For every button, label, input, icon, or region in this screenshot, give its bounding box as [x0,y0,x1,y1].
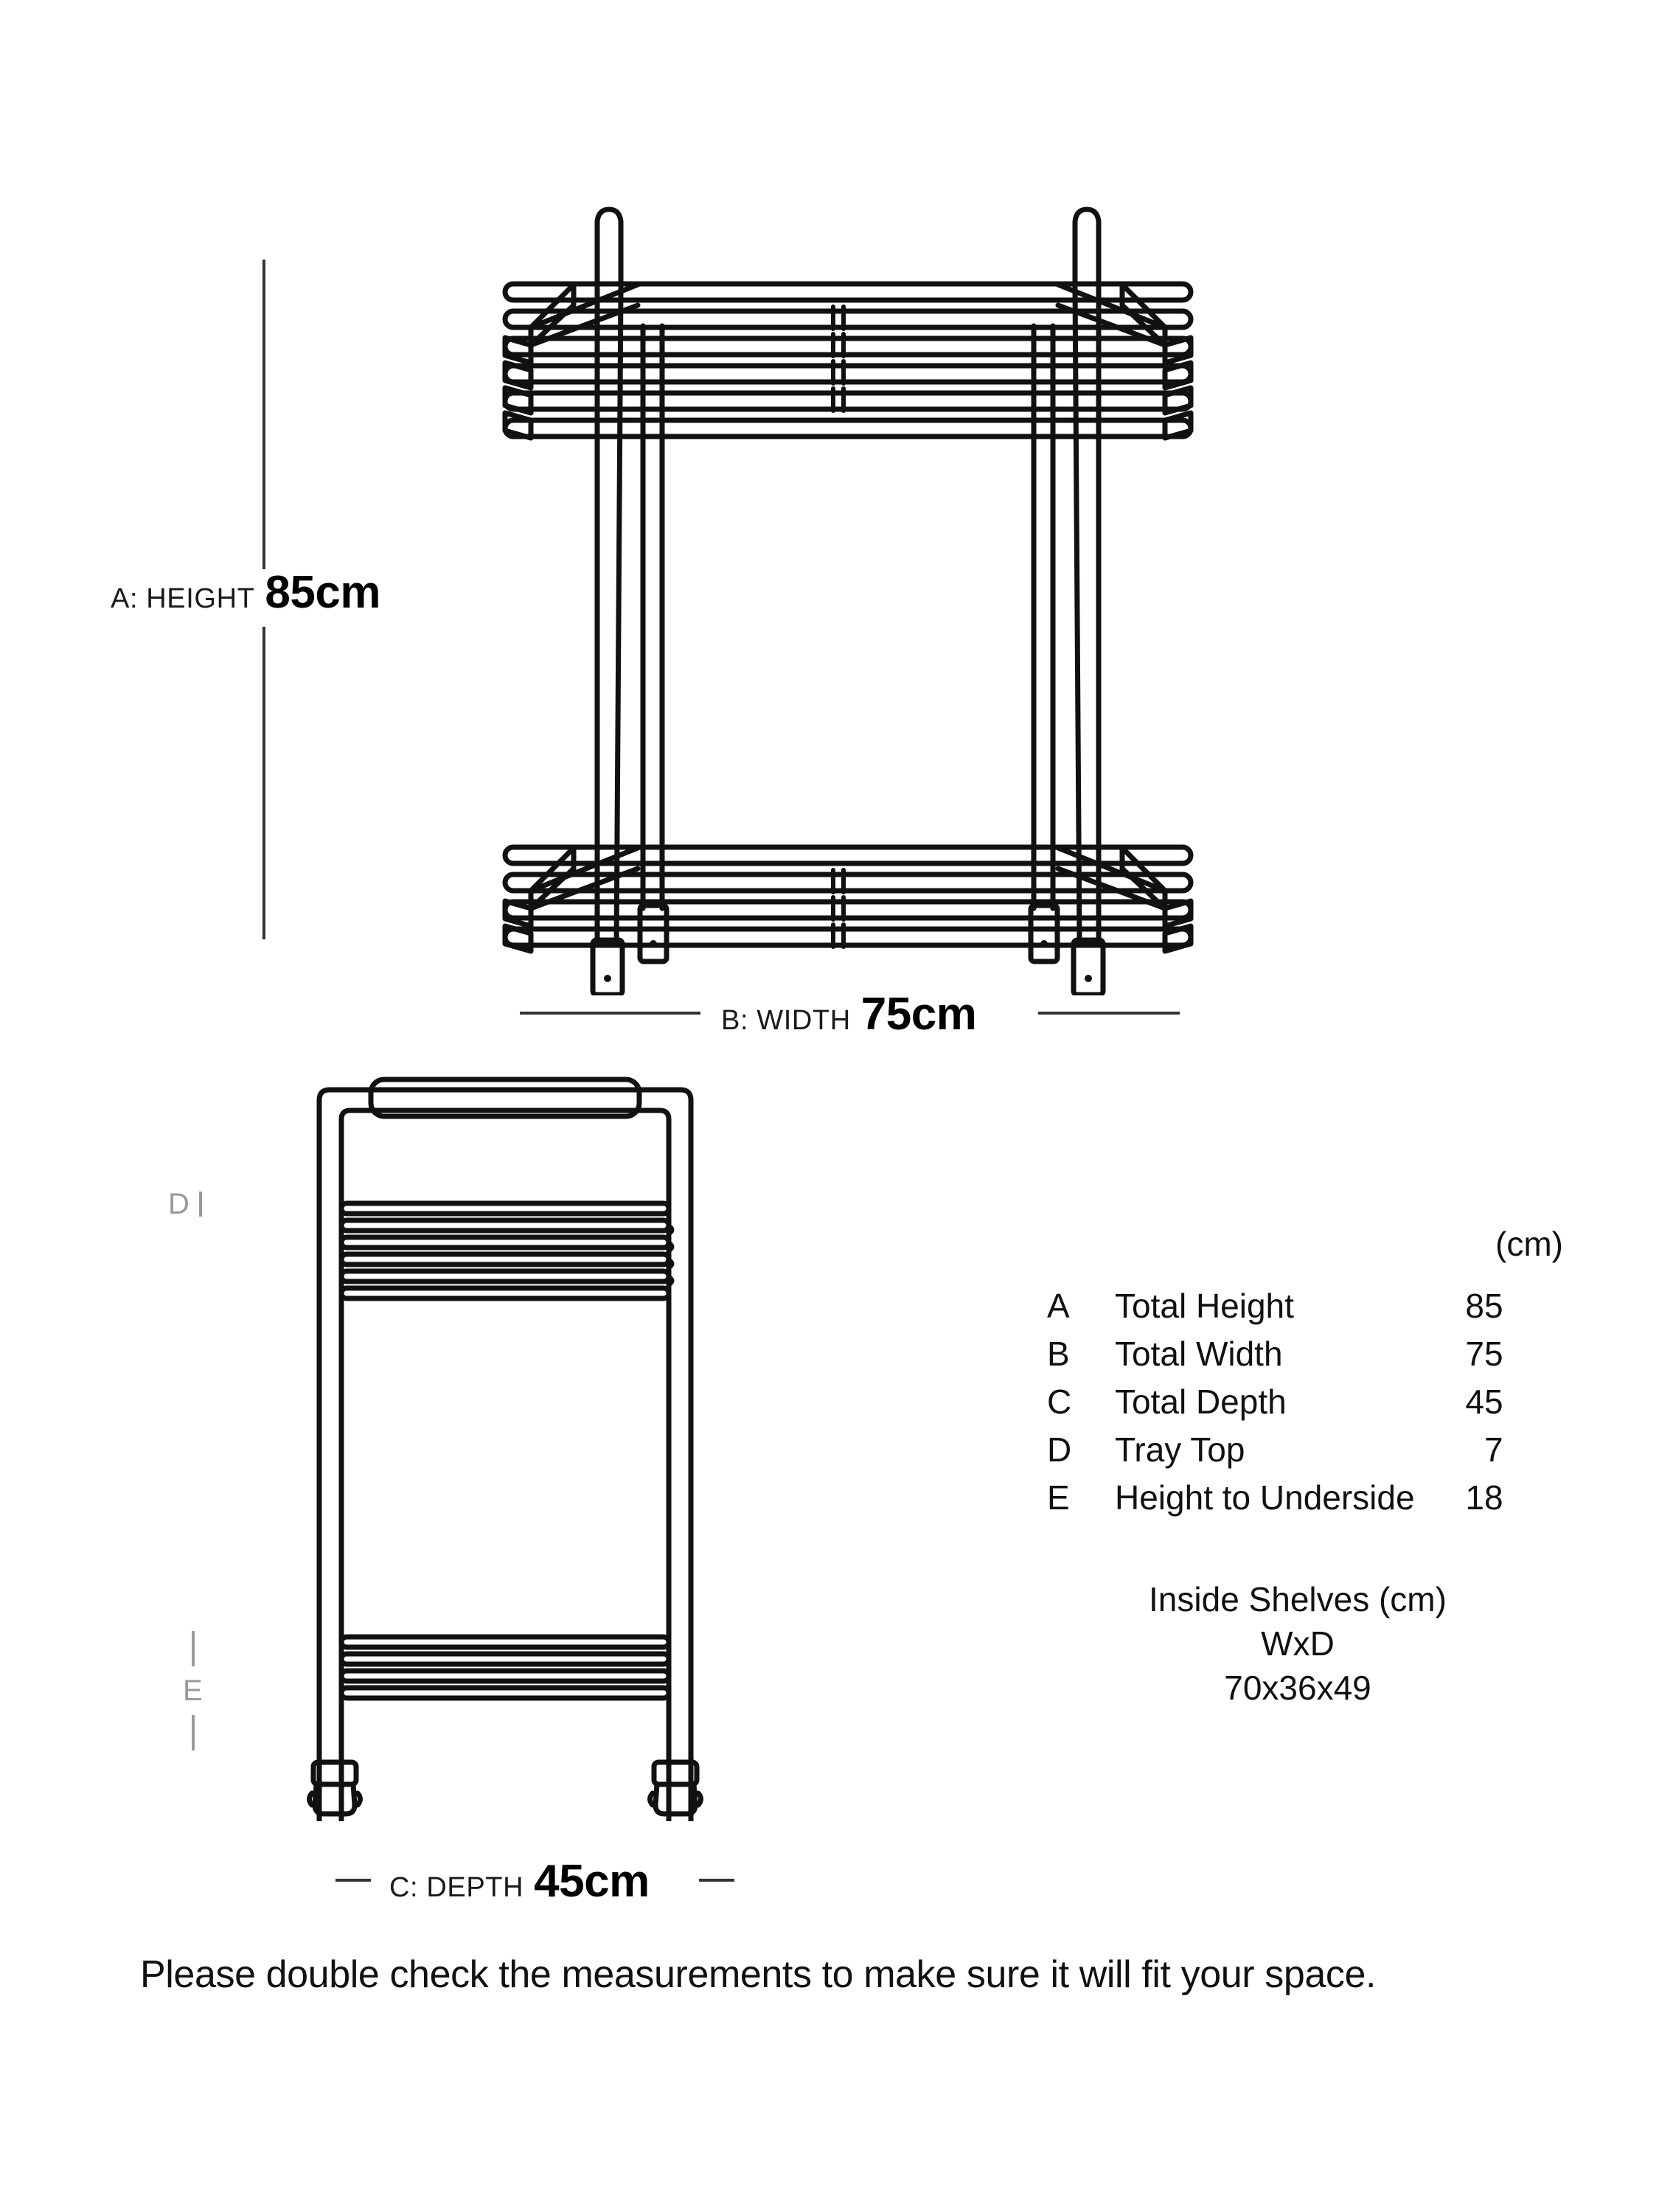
height-to-underside-tick-bottom [191,1715,195,1750]
spec-description: Total Width [1115,1334,1283,1373]
height-dimension-label: A: HEIGHT 85cm [111,566,380,619]
depth-dimension-label: C: DEPTH 45cm [389,1855,650,1907]
spec-key: B [1047,1334,1070,1373]
spec-key: E [1047,1478,1070,1517]
spec-value: 85 [1465,1287,1503,1325]
table-row: C Total Depth 45 [1047,1380,1503,1428]
spec-value: 18 [1465,1478,1503,1517]
height-to-underside-marker-letter: E [183,1674,204,1707]
spec-value: 75 [1465,1334,1503,1373]
height-dimension-line-lower [262,627,265,939]
height-dimension-value: 85cm [265,567,380,618]
height-to-underside-tick-top [191,1631,195,1666]
side-elevation-drawing [306,1069,704,1821]
spec-value: 7 [1484,1430,1503,1469]
width-dimension-line-right [1038,1012,1180,1015]
measurement-disclaimer: Please double check the measurements to … [140,1953,1377,1996]
width-dimension-caption: B: WIDTH [721,1005,851,1036]
spec-unit-header: (cm) [1495,1225,1563,1263]
inside-shelves-axes: WxD [1261,1624,1335,1663]
dimension-spec-table: (cm) A Total Height 85 B Total Width 75 … [1047,1224,1563,1523]
width-dimension-value: 75cm [860,989,977,1040]
width-dimension-line-left [520,1012,700,1015]
depth-dimension-line-left [335,1879,371,1882]
tray-top-marker: D [168,1189,202,1220]
spec-key: D [1047,1430,1072,1469]
depth-dimension-line-right [699,1879,734,1882]
table-row: B Total Width 75 [1047,1332,1503,1380]
depth-dimension-value: 45cm [534,1856,650,1907]
depth-dimension-caption: C: DEPTH [389,1872,524,1903]
tray-top-marker-tick [198,1192,202,1217]
spec-description: Total Depth [1115,1382,1287,1421]
height-dimension-caption: A: HEIGHT [111,583,255,614]
inside-shelves-title: Inside Shelves (cm) [1149,1580,1447,1618]
spec-description: Height to Underside [1115,1478,1415,1517]
inside-shelves-value: 70x36x49 [1224,1668,1371,1707]
spec-description: Tray Top [1115,1430,1245,1469]
height-to-underside-marker: E [183,1631,204,1750]
table-row: A Total Height 85 [1047,1284,1503,1332]
inside-shelves-block: Inside Shelves (cm) WxD 70x36x49 [1091,1578,1504,1710]
table-row: D Tray Top 7 [1047,1428,1503,1476]
width-dimension-label: B: WIDTH 75cm [721,988,977,1040]
height-dimension-line-upper [262,260,265,569]
front-elevation-drawing [487,199,1209,995]
table-row: E Height to Underside 18 [1047,1476,1503,1524]
tray-top-marker-letter: D [168,1188,190,1220]
spec-description: Total Height [1115,1287,1294,1325]
spec-rows: A Total Height 85 B Total Width 75 C Tot… [1047,1284,1503,1523]
spec-key: C [1047,1382,1072,1421]
spec-key: A [1047,1287,1070,1325]
spec-value: 45 [1465,1382,1503,1421]
